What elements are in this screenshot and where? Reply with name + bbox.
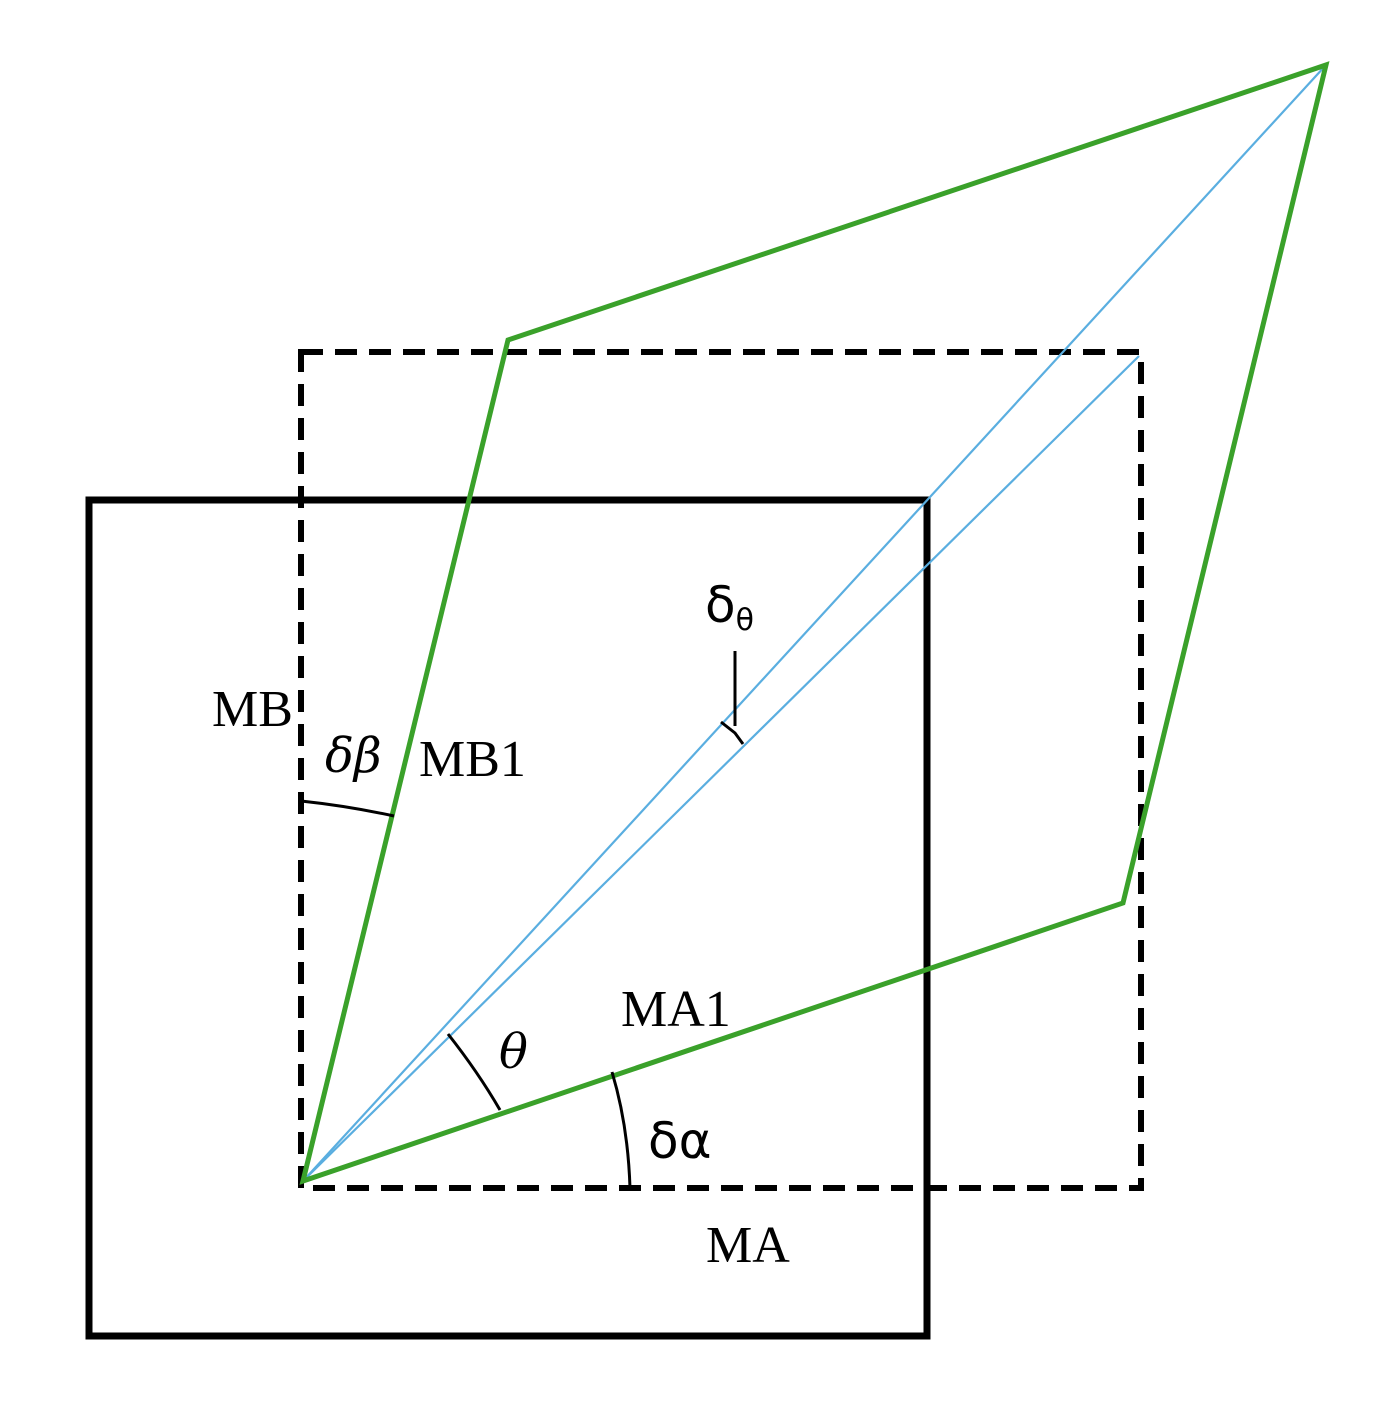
label-ma: MA	[706, 1217, 790, 1274]
label-delta-alpha: δα	[648, 1112, 712, 1170]
delta-theta-arrowhead-icon	[720, 720, 745, 745]
label-delta-theta: δθ	[705, 576, 754, 638]
label-theta: θ	[499, 1024, 528, 1080]
diagonal-deformed	[302, 64, 1327, 1182]
label-delta-theta-base: δ	[705, 576, 736, 634]
sheared-parallelogram	[299, 61, 1330, 1185]
label-mb1: MB1	[419, 731, 526, 788]
label-delta-theta-subscript: θ	[736, 603, 754, 638]
label-delta-beta: δβ	[325, 728, 382, 784]
label-ma1: MA1	[621, 981, 731, 1038]
theta-arc	[446, 1033, 502, 1111]
delta-beta-arc	[300, 799, 395, 818]
solid-square	[85, 496, 931, 1340]
dashed-square	[298, 349, 1144, 1191]
label-mb: MB	[212, 681, 293, 738]
delta-alpha-arc	[610, 1071, 632, 1189]
diagonal-original	[302, 355, 1140, 1182]
